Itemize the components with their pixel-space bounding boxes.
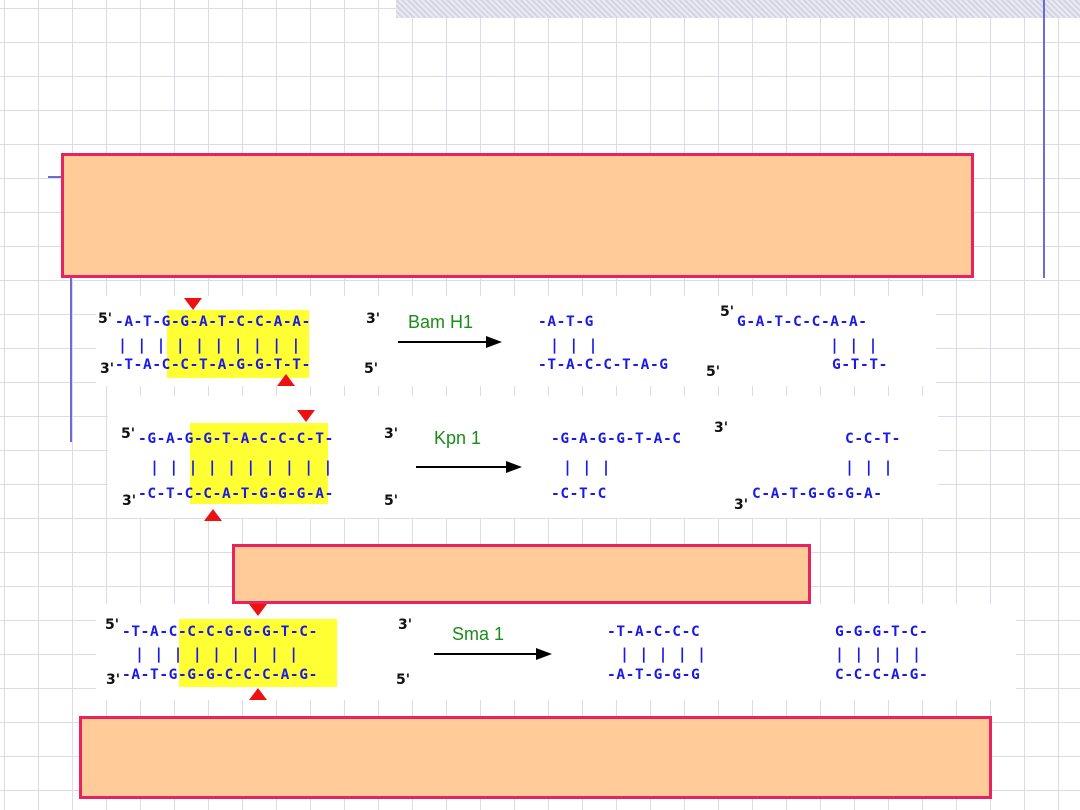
top-strand-3prime-label: 3' <box>366 311 381 327</box>
right-product-bonds: | | | <box>830 336 879 354</box>
top-strand-3prime-label: 3' <box>398 617 413 633</box>
bottom-strand-5prime-label: 5' <box>364 361 379 377</box>
cut-site-marker-bottom <box>277 374 295 386</box>
right-product-bottom-strand: C-A-T-G-G-G-A- <box>752 486 883 502</box>
top-strand-5prime-label: 5' <box>121 426 136 442</box>
cut-site-marker-top <box>249 604 267 616</box>
base-pair-bonds: | | | | | | | | | | <box>150 458 333 476</box>
frame-line-right <box>1043 0 1045 278</box>
base-pair-bonds: | | | | | | | | | <box>135 645 299 663</box>
left-product-top-strand: -G-A-G-G-T-A-C <box>551 431 682 447</box>
bottom-strand: -C-T-C-C-A-T-G-G-G-A- <box>138 486 334 502</box>
bottom-strand: -T-A-C-C-T-A-G-G-T-T- <box>115 357 311 373</box>
left-product-top-strand: -A-T-G <box>538 314 594 330</box>
bottom-strand-3prime-label: 3' <box>100 361 115 377</box>
bottom-strand-5prime-label: 5' <box>384 493 399 509</box>
right-product-3prime-label: 3' <box>734 497 749 513</box>
right-product-top-strand: G-A-T-C-C-A-A- <box>737 314 868 330</box>
bottom-strand-5prime-label: 5' <box>396 672 411 688</box>
cut-site-marker-bottom <box>204 509 222 521</box>
reaction-arrow <box>434 648 552 660</box>
top-strand-3prime-label: 3' <box>384 426 399 442</box>
right-product-bottom-strand: G-T-T- <box>832 357 888 373</box>
left-product-3prime-label: 3' <box>714 420 729 436</box>
top-strand: -G-A-G-G-T-A-C-C-C-T- <box>138 431 334 447</box>
callout-box-bottom <box>79 716 992 799</box>
reaction-arrow <box>416 461 522 473</box>
left-product-bonds: | | | <box>550 336 599 354</box>
left-product-5prime-label: 5' <box>706 364 721 380</box>
reaction-arrow <box>398 336 502 348</box>
left-product-bonds: | | | <box>563 458 612 476</box>
right-product-5prime-label: 5' <box>720 304 735 320</box>
bottom-strand-3prime-label: 3' <box>122 493 137 509</box>
recognition-site-highlight <box>167 310 309 378</box>
top-strand: -A-T-G-G-A-T-C-C-A-A- <box>115 314 311 330</box>
left-product-top-strand: -T-A-C-C-C <box>607 624 701 640</box>
frame-line-left-top <box>48 176 72 178</box>
bottom-strand-3prime-label: 3' <box>106 672 121 688</box>
right-product-top-strand: C-C-T- <box>845 431 901 447</box>
cut-site-marker-top <box>297 410 315 422</box>
right-product-bonds: | | | | | <box>835 645 922 663</box>
callout-box-top <box>61 153 974 278</box>
top-strand: -T-A-C-C-C-G-G-G-T-C- <box>122 624 318 640</box>
enzyme-label: Sma 1 <box>452 624 505 644</box>
callout-box-middle <box>232 544 811 604</box>
right-product-bonds: | | | <box>845 458 894 476</box>
enzyme-label: Kpn 1 <box>434 428 482 448</box>
recognition-site-highlight <box>190 423 328 504</box>
top-strand-5prime-label: 5' <box>98 311 113 327</box>
frame-line-left <box>70 176 72 442</box>
header-band <box>396 0 1080 18</box>
left-product-bottom-strand: -C-T-C <box>551 486 607 502</box>
top-strand-5prime-label: 5' <box>105 617 120 633</box>
right-product-bottom-strand: C-C-C-A-G- <box>835 667 929 683</box>
left-product-bottom-strand: -T-A-C-C-T-A-G <box>538 357 669 373</box>
bottom-strand: -A-T-G-G-G-C-C-C-A-G- <box>122 667 318 683</box>
enzyme-label: Bam H1 <box>408 312 474 332</box>
left-product-bottom-strand: -A-T-G-G-G <box>607 667 701 683</box>
left-product-bonds: | | | | | <box>620 645 707 663</box>
right-product-top-strand: G-G-G-T-C- <box>835 624 929 640</box>
recognition-site-highlight <box>179 619 337 687</box>
cut-site-marker-top <box>184 298 202 310</box>
base-pair-bonds: | | | | | | | | | | <box>118 336 301 354</box>
cut-site-marker-bottom <box>249 688 267 700</box>
